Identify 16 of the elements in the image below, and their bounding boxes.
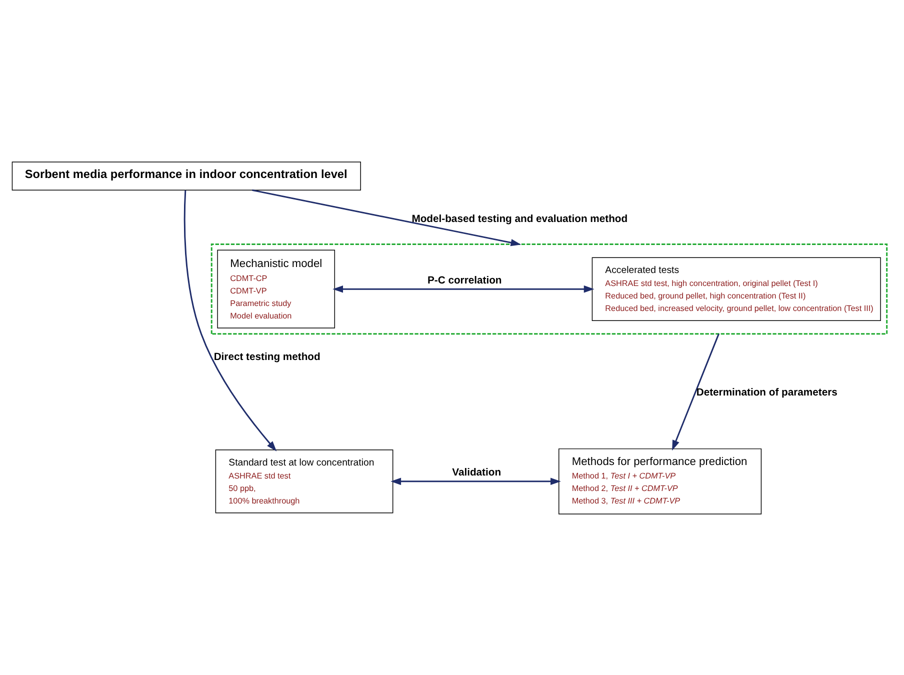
arrow	[672, 333, 719, 450]
edge-label: Validation	[452, 467, 501, 478]
edge-label: Model-based testing and evaluation method	[411, 214, 628, 225]
arrow	[390, 477, 560, 485]
node-box: Standard test at low concentration ASHRAE std test 50 ppb, 100% breakthrough	[214, 449, 393, 513]
arrow	[183, 190, 276, 451]
arrow	[332, 284, 594, 292]
edge-label: Direct testing method	[213, 352, 320, 363]
node-box: Accelerated tests ASHRAE std test, high concentration, original pellet (Test I) Reduced bed, ground pellet, high concentration (Test II) Reduced bed, increased velocity, ground pellet, low concentration (Test III)	[591, 256, 880, 320]
edge-label: Determination of parameters	[696, 387, 837, 398]
node-box: Mechanistic model CDMT-CP CDMT-VP Parametric study Model evaluation	[216, 249, 335, 328]
arrow	[252, 188, 521, 246]
node-box: Methods for performance prediction Method 1, Test I + CDMT-VP Method 2, Test II + CDMT-VP Method 3, Test III + CDMT-VP	[558, 448, 762, 514]
node-box: Sorbent media performance in indoor concentration level	[11, 161, 360, 190]
edge-label: P-C correlation	[426, 274, 502, 286]
cluster	[210, 243, 888, 334]
